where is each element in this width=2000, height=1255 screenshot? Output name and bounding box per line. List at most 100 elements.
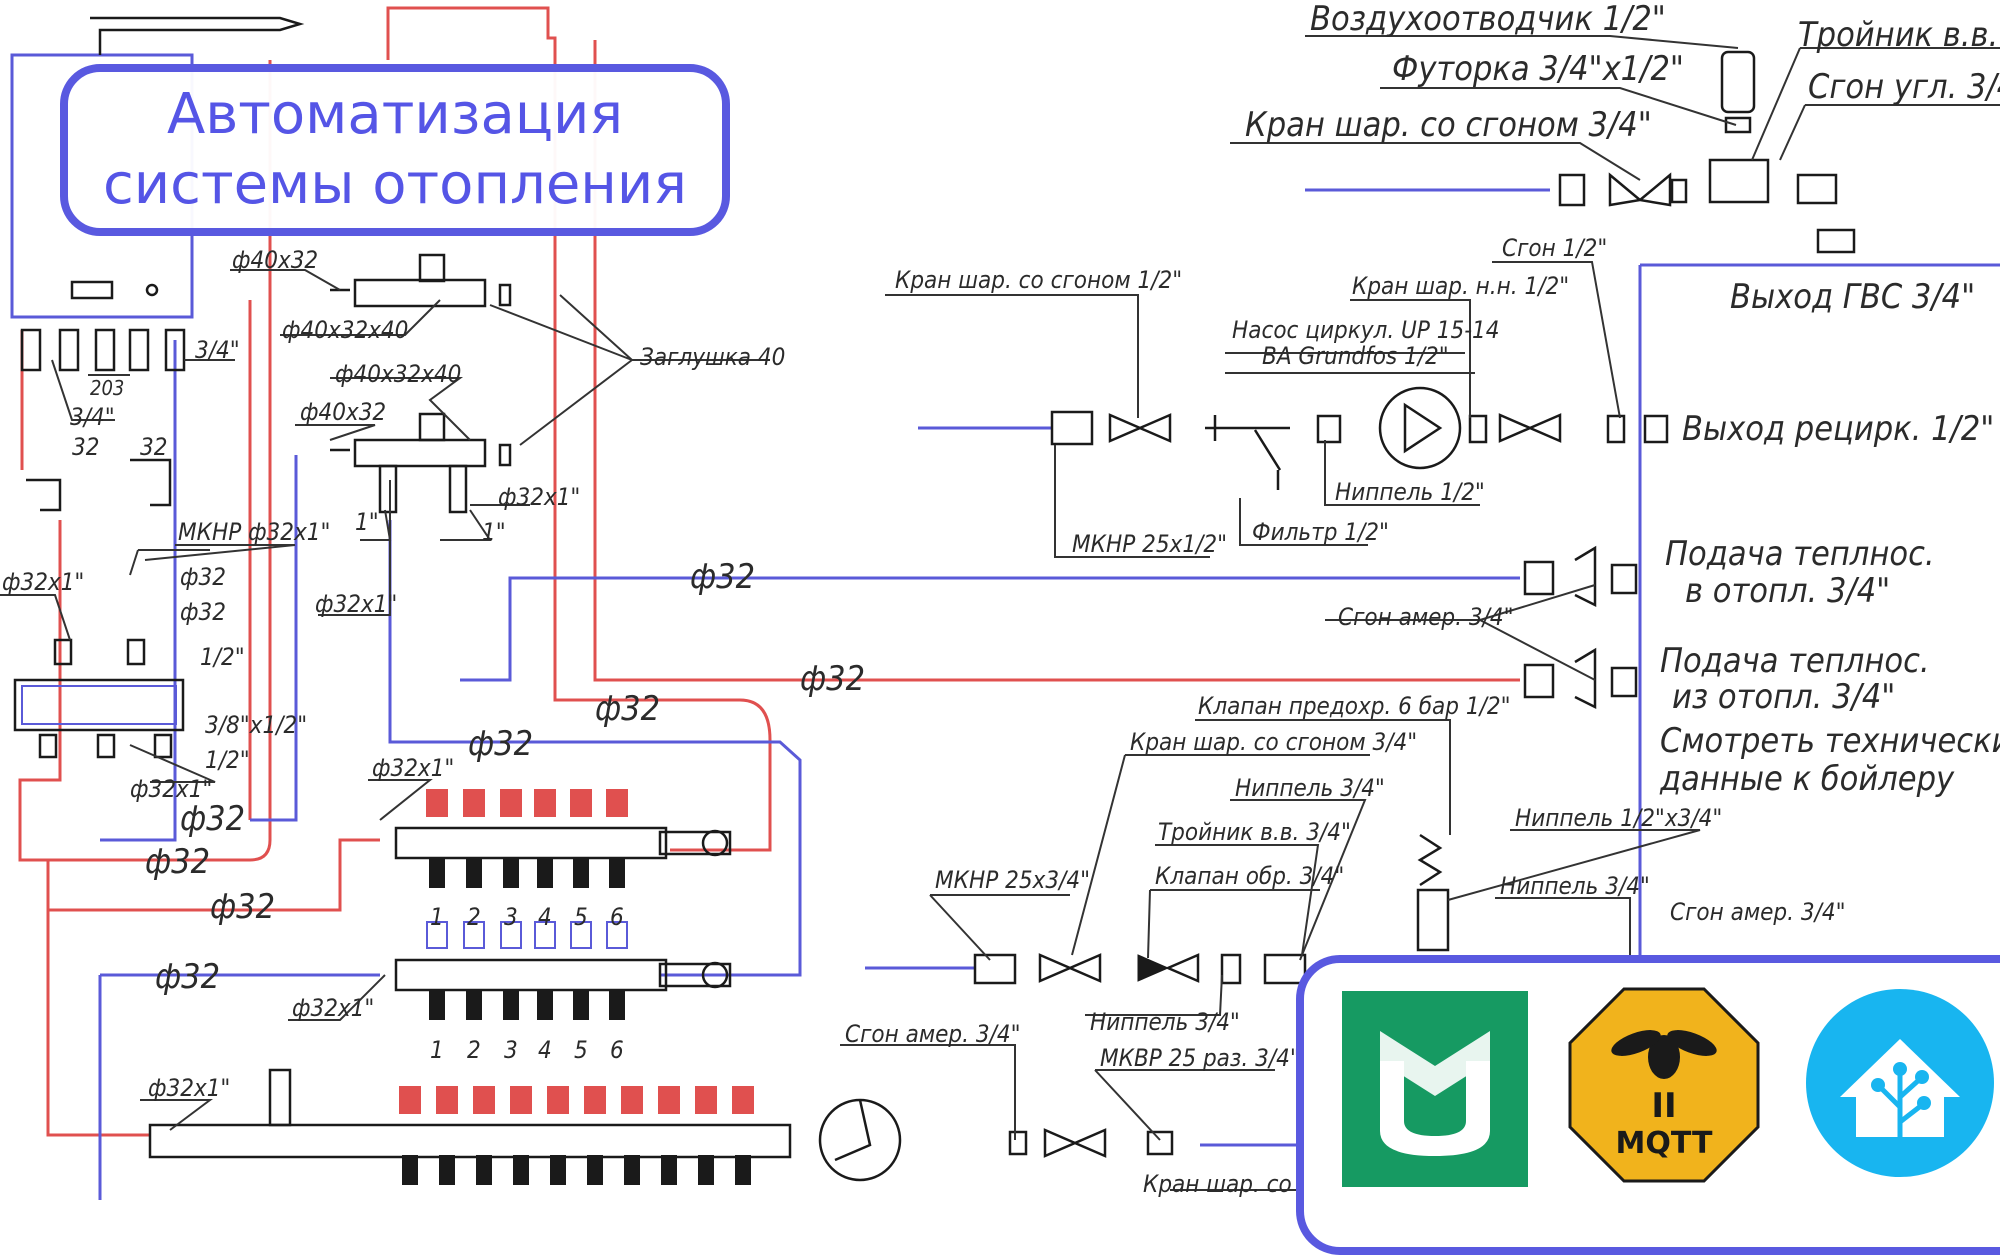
thermal-valve-head xyxy=(426,789,448,817)
label-nipple-34-c: Ниппель 3/4" xyxy=(1090,1008,1240,1036)
label-d34-b: 3/4" xyxy=(70,403,115,431)
integration-logos-panel: II MQTT xyxy=(1296,955,2000,1255)
label-d40x32-b: ф40x32 xyxy=(300,398,386,426)
label-filter-half: Фильтр 1/2" xyxy=(1252,518,1389,546)
label-ball-valve-nn: Кран шар. н.н. 1/2" xyxy=(1352,272,1569,300)
feed-connections xyxy=(1523,545,1638,710)
thermal-valve-head xyxy=(463,789,485,817)
manifold-outlet-fitting xyxy=(550,1155,566,1185)
label-d38x12: 3/8"x1/2" xyxy=(205,711,307,739)
manifold-outlet-fitting xyxy=(609,858,625,888)
label-d1-b: 1" xyxy=(482,518,506,546)
label-pipe-32-d: ф32 xyxy=(468,724,533,764)
label-tee-34: Тройник в.в. 3/4" xyxy=(1158,818,1351,846)
label-ball-valve-cut: Кран шар. со сг xyxy=(1143,1170,1322,1198)
label-union-amer: Сгон амер. 3/4" xyxy=(1338,603,1514,631)
flow-meter-head xyxy=(500,921,522,949)
thermal-valve-head xyxy=(606,789,628,817)
label-d1-a: 1" xyxy=(355,508,379,536)
supply-pipes xyxy=(18,6,1520,1137)
label-ball-valve-top: Кран шар. со сгоном 3/4" xyxy=(1245,105,1652,145)
label-pump-line2: BA Grundfos 1/2" xyxy=(1262,342,1449,370)
thermal-valve-head xyxy=(547,1086,569,1114)
thermal-valve-head xyxy=(695,1086,717,1114)
label-pipe-32-b: ф32 xyxy=(800,659,865,699)
label-d32x1-a: ф32x1" xyxy=(2,568,84,596)
hydraulic-separator xyxy=(13,458,185,759)
label-d32x1-c: ф32x1" xyxy=(498,483,580,511)
label-d12: 1/2" xyxy=(200,643,245,671)
label-pipe-32-e: ф32 xyxy=(180,799,245,839)
label-plug-40: Заглушка 40 xyxy=(640,343,785,371)
manifold-outlet-fitting xyxy=(513,1155,529,1185)
manifold-outlet-fitting xyxy=(429,858,445,888)
label-mkvr: МКВР 25 раз. 3/4" xyxy=(1100,1044,1300,1072)
thermal-valve-head xyxy=(510,1086,532,1114)
thermal-valve-head xyxy=(399,1086,421,1114)
manifold-outlet-fitting xyxy=(698,1155,714,1185)
circuit-number: 4 xyxy=(538,1036,552,1064)
diagram-labels: Воздухоотводчик 1/2" Тройник в.в. 3/4 Фу… xyxy=(2,0,2000,1198)
label-pipe-32-f: ф32 xyxy=(145,842,210,882)
label-d32-d: ф32 xyxy=(180,598,226,626)
recirc-line xyxy=(1050,386,1669,490)
manifold-outlet-fitting xyxy=(609,990,625,1020)
manifold-outlet-fitting xyxy=(402,1155,418,1185)
label-pipe-32-h: ф32 xyxy=(155,957,220,997)
thermal-valve-head xyxy=(534,789,556,817)
label-check-valve: Клапан обр. 3/4" xyxy=(1155,862,1344,890)
label-nipple-half: Ниппель 1/2" xyxy=(1335,478,1485,506)
circuit-number: 2 xyxy=(467,1036,481,1064)
label-d32x1-f: ф32x1" xyxy=(292,994,374,1022)
label-union-amer-c: Сгон амер. 3/4" xyxy=(845,1020,1021,1048)
label-feed-from-2: из отопл. 3/4" xyxy=(1672,677,1895,717)
circuit-number: 4 xyxy=(538,903,552,931)
circuit-number: 6 xyxy=(610,903,624,931)
label-d32-a: 32 xyxy=(72,433,99,461)
manifold-outlet-fitting xyxy=(573,858,589,888)
label-pipe-32-g: ф32 xyxy=(210,887,275,927)
cold-water-chain xyxy=(818,833,1450,1182)
heating-schematic: Воздухоотводчик 1/2" Тройник в.в. 3/4 Фу… xyxy=(0,0,2000,1200)
label-d40x32-a: ф40x32 xyxy=(232,246,318,274)
label-ball-valve-half: Кран шар. со сгоном 1/2" xyxy=(895,266,1182,294)
thermal-valve-head xyxy=(570,789,592,817)
thermal-valve-head xyxy=(436,1086,458,1114)
label-air-vent: Воздухоотводчик 1/2" xyxy=(1310,0,1666,39)
label-union-angle: Сгон угл. 3/4" xyxy=(1808,67,2000,107)
boiler-outlet-valves xyxy=(20,328,186,372)
label-nipple-34-a: Ниппель 3/4" xyxy=(1235,774,1385,802)
return-pipes xyxy=(98,188,2000,1200)
flow-meter-head xyxy=(426,921,448,949)
label-pipe-32-c: ф32 xyxy=(595,689,660,729)
thermal-valve-head xyxy=(732,1086,754,1114)
manifold-outlet-fitting xyxy=(503,990,519,1020)
flow-meter-head xyxy=(463,921,485,949)
label-d40x32x40-a: ф40x32x40 xyxy=(282,316,408,344)
manifold-outlet-fitting xyxy=(661,1155,677,1185)
leader-lines xyxy=(0,35,2000,1191)
mqtt-text: MQTT xyxy=(1616,1126,1714,1161)
label-d32x1-g: ф32x1" xyxy=(148,1074,230,1102)
manifold-outlet-fitting xyxy=(429,990,445,1020)
label-feed-from-1: Подача теплнос. xyxy=(1660,641,1930,681)
label-d32x1-d: ф32x1" xyxy=(315,590,397,618)
manifold-numbers-upper: 1 2 3 4 5 6 xyxy=(430,903,624,931)
label-see-tech-2: данные к бойлеру xyxy=(1659,759,1955,799)
title-line-2: системы отопления xyxy=(102,152,687,217)
label-see-tech-1: Смотреть технические xyxy=(1660,721,2000,761)
label-hot-water-out: Выход ГВС 3/4" xyxy=(1730,277,1975,317)
circuit-number: 1 xyxy=(430,1036,444,1064)
label-ball-valve-34: Кран шар. со сгоном 3/4" xyxy=(1130,728,1417,756)
label-safety-valve: Клапан предохр. 6 бар 1/2" xyxy=(1198,692,1511,720)
label-feed-to-2: в отопл. 3/4" xyxy=(1685,571,1890,611)
label-union-amer-b: Сгон амер. 3/4" xyxy=(1670,898,1846,926)
label-d32-b: 32 xyxy=(140,433,167,461)
manifold-outlet-fitting xyxy=(466,858,482,888)
manifold-bottom xyxy=(148,1068,792,1185)
label-d32x1-b: ф32x1" xyxy=(130,775,212,803)
title-banner: Автоматизация системы отопления xyxy=(60,64,730,236)
circuit-number: 2 xyxy=(467,903,481,931)
thermal-valve-head xyxy=(658,1086,680,1114)
label-bushing: Футорка 3/4"x1/2" xyxy=(1392,49,1684,89)
